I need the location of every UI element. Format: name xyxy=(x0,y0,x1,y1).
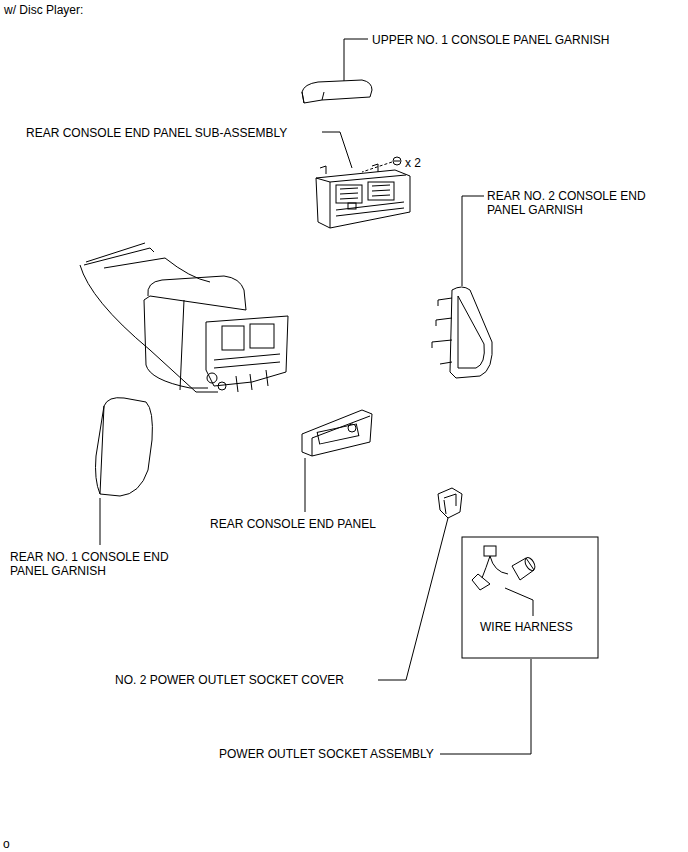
rear-end-panel xyxy=(302,410,372,456)
wire-harness xyxy=(472,546,537,590)
part-label: REAR CONSOLE END PANEL SUB-ASSEMBLY xyxy=(26,126,287,140)
page-mark: o xyxy=(3,837,10,851)
diagram-title: w/ Disc Player: xyxy=(4,3,83,17)
part-label: UPPER NO. 1 CONSOLE PANEL GARNISH xyxy=(372,33,609,47)
part-label: REAR NO. 2 CONSOLE END PANEL GARNISH xyxy=(487,189,665,217)
rear-no1-garnish xyxy=(96,398,153,496)
part-label: POWER OUTLET SOCKET ASSEMBLY xyxy=(219,747,434,761)
socket-cover xyxy=(438,488,462,518)
center-console xyxy=(80,243,288,392)
rear-no2-garnish xyxy=(432,287,492,378)
part-label: REAR CONSOLE END PANEL xyxy=(210,517,376,531)
end-panel-sub-assembly xyxy=(316,164,410,228)
part-label: NO. 2 POWER OUTLET SOCKET COVER xyxy=(115,673,344,687)
screw xyxy=(393,157,401,165)
leader-lines xyxy=(100,39,598,754)
part-label: REAR NO. 1 CONSOLE END PANEL GARNISH xyxy=(10,550,188,578)
upper-garnish xyxy=(302,80,372,103)
quantity-note: x 2 xyxy=(405,156,421,170)
part-label: WIRE HARNESS xyxy=(480,620,573,634)
